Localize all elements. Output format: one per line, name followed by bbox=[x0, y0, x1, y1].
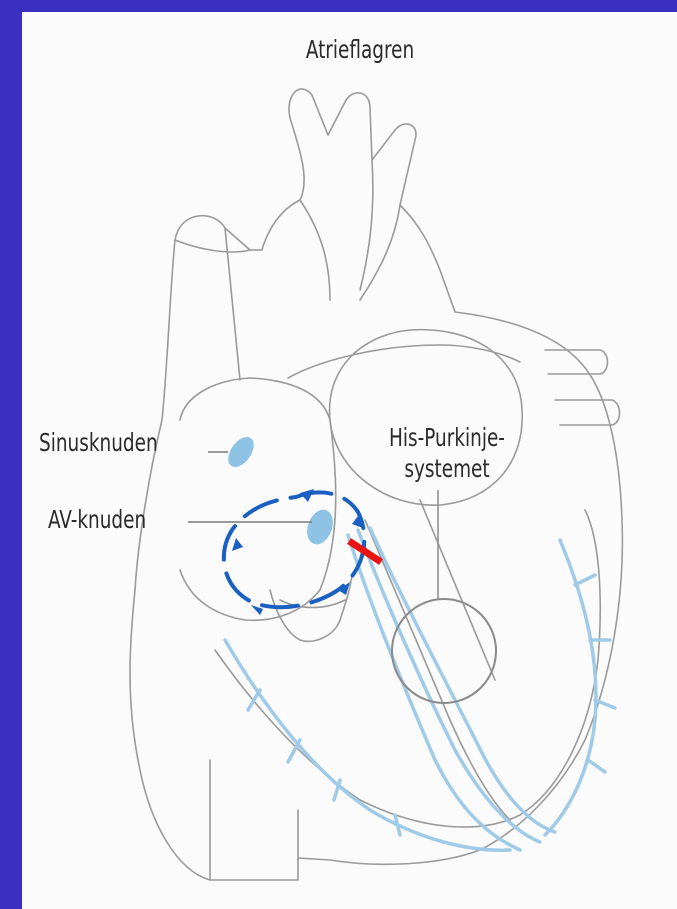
label-his-purkinje-line1: His-Purkinje- bbox=[377, 424, 516, 451]
heart-diagram bbox=[22, 12, 677, 909]
inferior-vena-cava bbox=[210, 760, 298, 880]
vena-cava bbox=[175, 228, 250, 380]
label-sinus-node: Sinusknuden bbox=[39, 429, 158, 456]
arch-band bbox=[288, 345, 520, 378]
purkinje-right bbox=[225, 640, 510, 850]
heart-outline bbox=[130, 89, 622, 880]
his-bundle-fiber-2 bbox=[370, 528, 555, 832]
label-his-purkinje-line2: systemet bbox=[390, 455, 505, 482]
arrow-head-icon bbox=[232, 538, 243, 551]
diagram-title: Atrieflagren bbox=[299, 36, 422, 63]
right-atrium bbox=[180, 378, 336, 620]
pulmonary-veins bbox=[545, 350, 620, 425]
diagram-panel: Atrieflagren Sinusknuden AV-knuden His-P… bbox=[22, 12, 677, 909]
purkinje-left bbox=[545, 540, 615, 835]
label-av-node: AV-knuden bbox=[48, 506, 146, 533]
his-bundle-fiber-3 bbox=[348, 535, 520, 850]
aorta bbox=[300, 160, 400, 300]
sinus-node bbox=[223, 432, 259, 471]
ventricle-wall bbox=[215, 510, 600, 827]
